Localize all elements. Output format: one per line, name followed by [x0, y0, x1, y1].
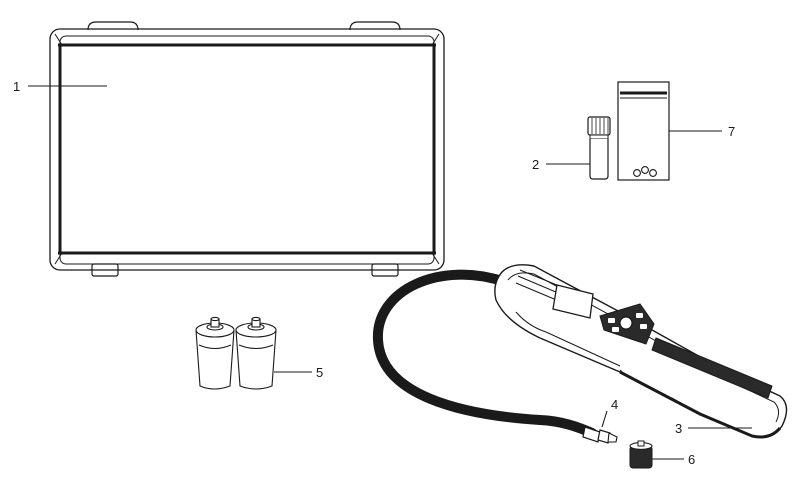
carrying-case	[49, 21, 445, 277]
cap	[629, 440, 653, 469]
callout-6: 6	[688, 452, 695, 467]
batteries	[195, 316, 277, 390]
leader-lines	[28, 85, 752, 460]
detector-body	[494, 264, 788, 439]
probe-tip	[582, 426, 618, 444]
leader-line-4	[601, 410, 608, 428]
bag	[617, 81, 670, 181]
callout-7: 7	[728, 124, 735, 139]
callout-labels: 1 2 3 4 5 6 7	[13, 79, 735, 467]
bottle	[587, 116, 611, 180]
callout-2: 2	[532, 157, 539, 172]
callout-5: 5	[316, 365, 323, 380]
detector-hose	[372, 269, 597, 438]
callout-4: 4	[611, 397, 618, 412]
callout-3: 3	[675, 421, 682, 436]
callout-1: 1	[13, 79, 20, 94]
